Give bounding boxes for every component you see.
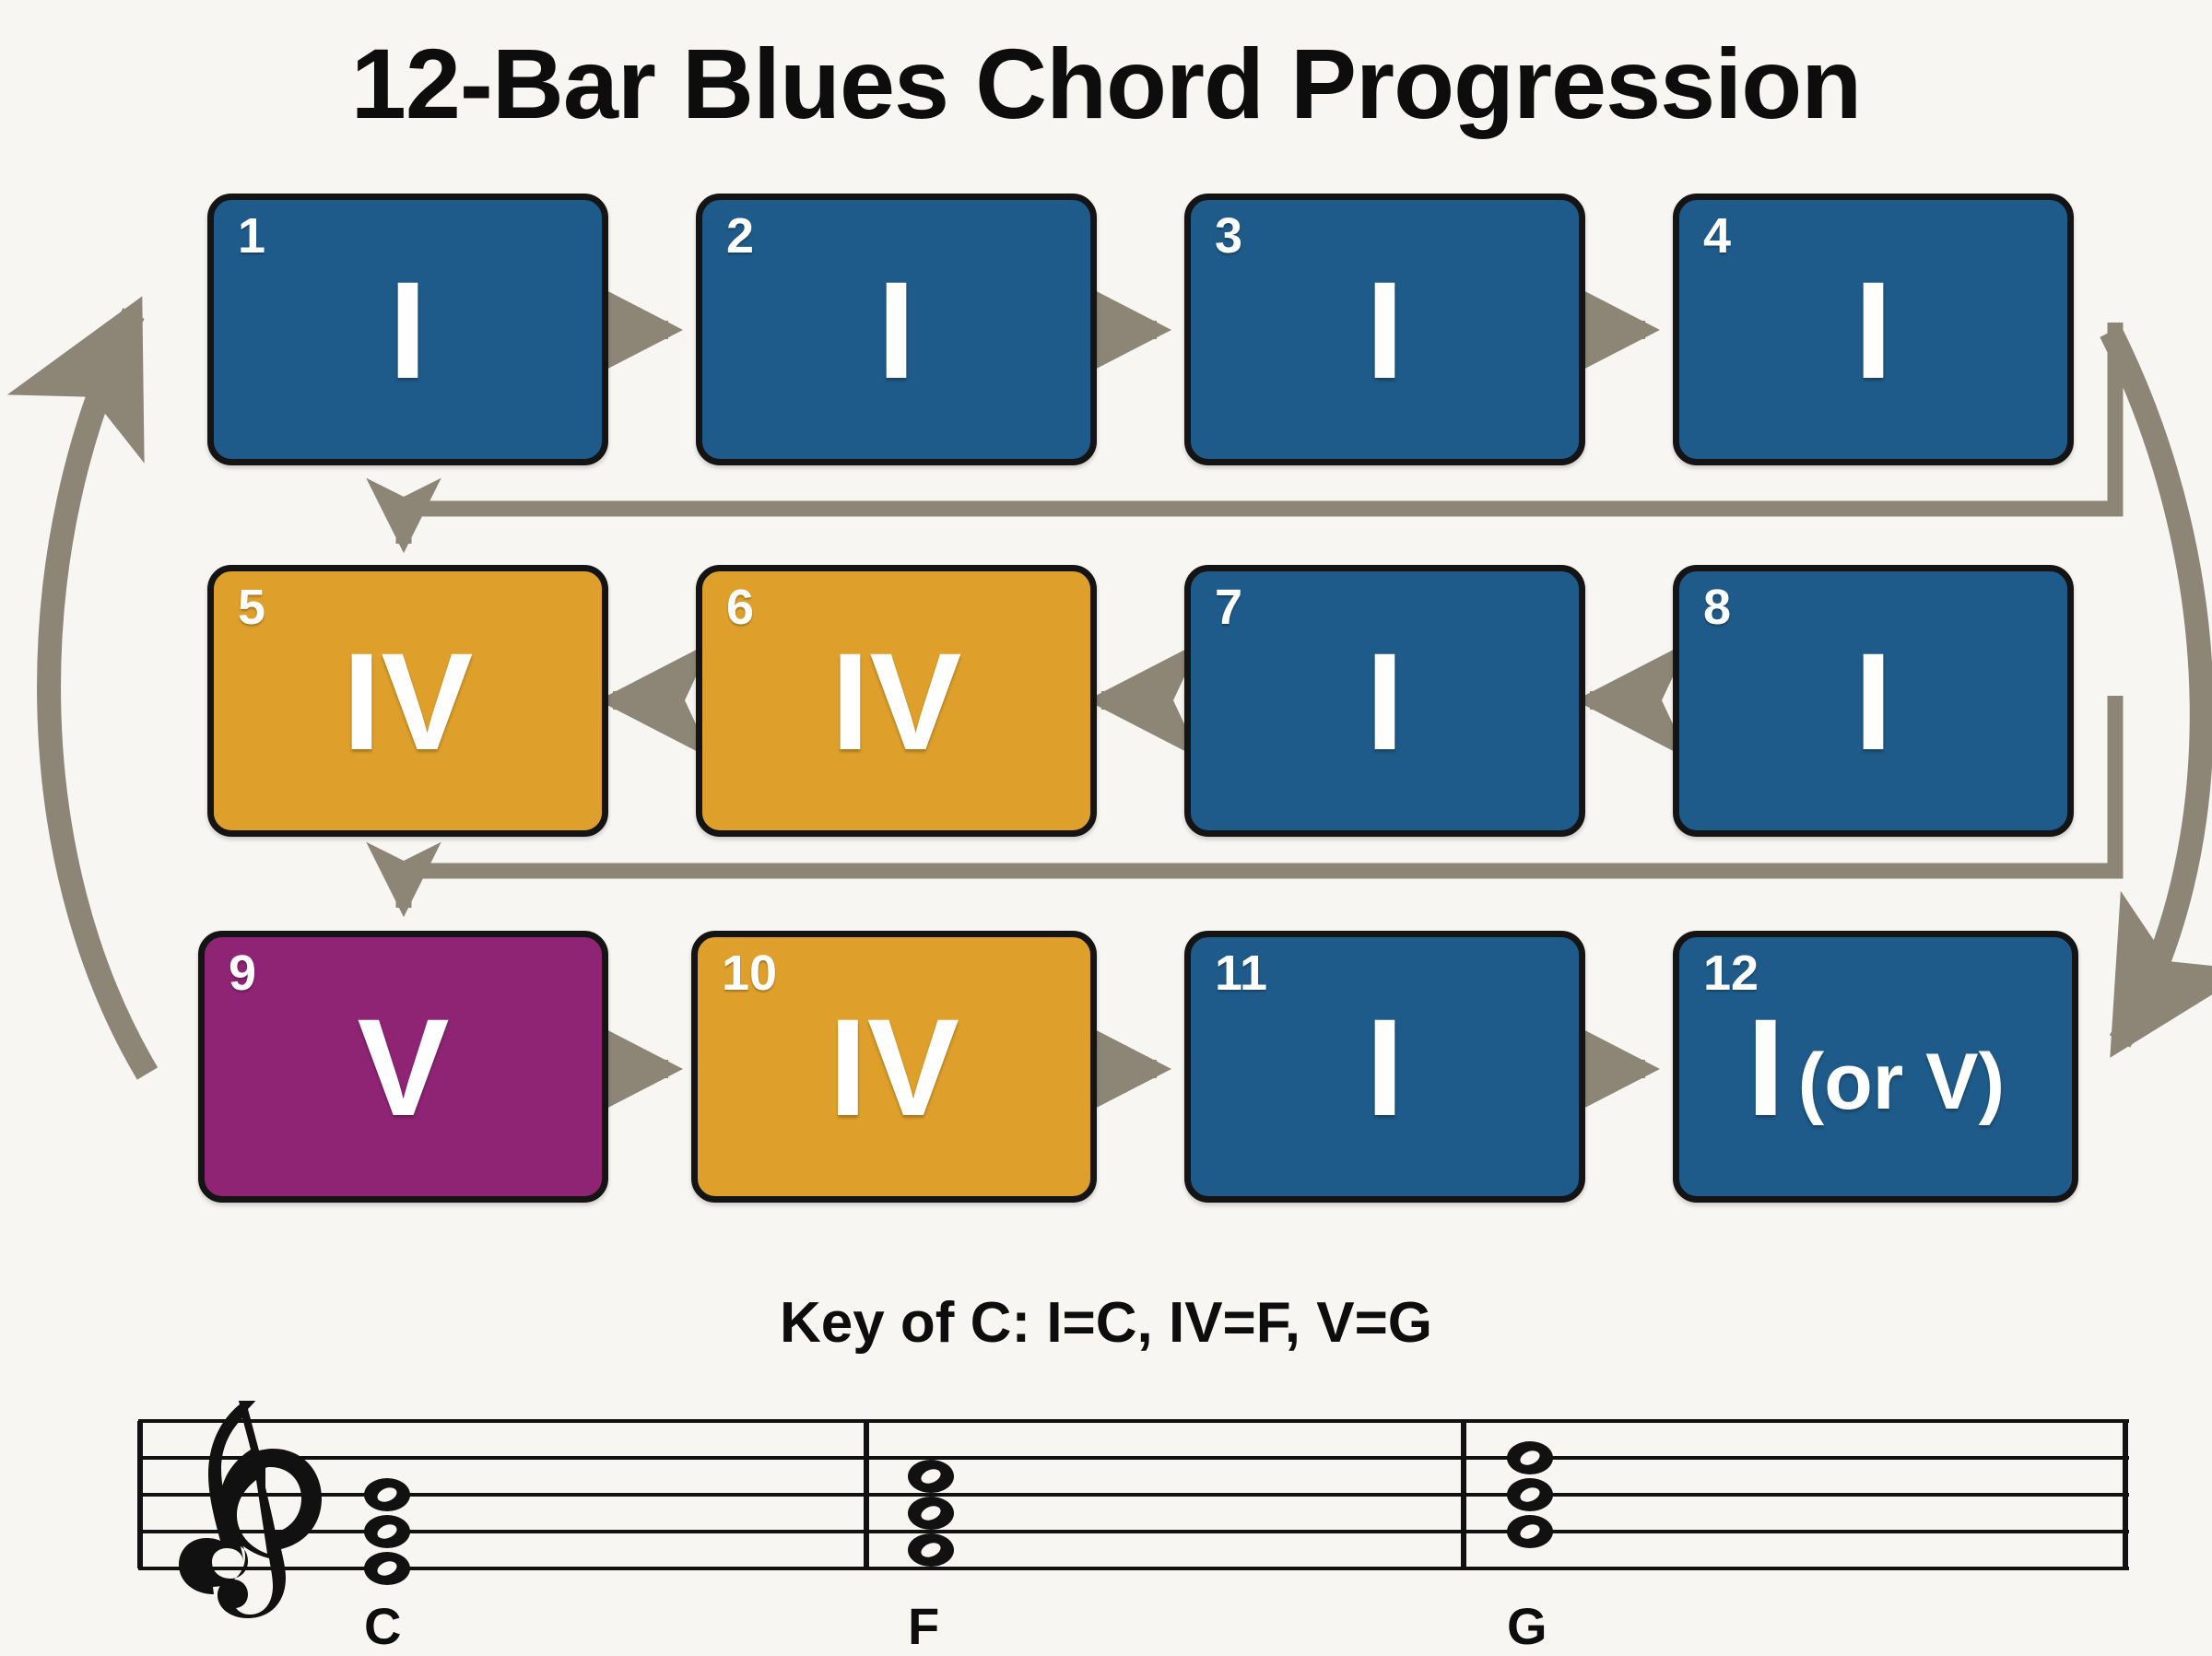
bar-chord: I xyxy=(1365,252,1405,407)
bar-chord: IV xyxy=(829,989,959,1145)
bar-number: 8 xyxy=(1703,580,1732,635)
bar-3[interactable]: 3 I xyxy=(1184,194,1585,465)
bar-1[interactable]: 1 I xyxy=(207,194,608,465)
bar-number: 7 xyxy=(1215,580,1243,635)
bar-4[interactable]: 4 I xyxy=(1673,194,2074,465)
chord-notes-g xyxy=(1507,1441,1553,1548)
bar-8[interactable]: 8 I xyxy=(1673,565,2074,837)
bar-number: 1 xyxy=(238,208,266,264)
bar-chord: I xyxy=(1365,989,1405,1145)
bar-11[interactable]: 11 I xyxy=(1184,931,1585,1203)
barline xyxy=(137,1421,2128,1568)
music-staff: C F G xyxy=(0,1318,2212,1655)
bar-chord: IV xyxy=(342,623,474,779)
bar-chord: V xyxy=(357,989,450,1145)
bar-6[interactable]: 6 IV xyxy=(696,565,1097,837)
page-title: 12-Bar Blues Chord Progression xyxy=(350,28,1862,139)
bar-chord-alt: (or V) xyxy=(1797,1037,2006,1126)
bar-number: 10 xyxy=(722,945,778,1001)
bar-5[interactable]: 5 IV xyxy=(207,565,608,837)
bar-chord: I xyxy=(1365,623,1405,779)
bar-9[interactable]: 9 V xyxy=(198,931,608,1203)
treble-clef-icon xyxy=(179,1318,322,1618)
bar-chord: I xyxy=(388,252,428,407)
bar-number: 4 xyxy=(1703,208,1732,264)
bar-number: 9 xyxy=(229,945,257,1001)
bar-number: 12 xyxy=(1703,945,1759,1001)
bar-chord: I xyxy=(1853,252,1893,407)
bar-number: 6 xyxy=(726,580,755,635)
bar-chord: I xyxy=(1853,623,1893,779)
key-caption: Key of C: I=C, IV=F, V=G xyxy=(779,1291,1433,1355)
chord-label-g: G xyxy=(1507,1597,1547,1655)
bar-7[interactable]: 7 I xyxy=(1184,565,1585,837)
bar-chord: I xyxy=(877,252,916,407)
bar-number: 11 xyxy=(1215,945,1268,1001)
bar-10[interactable]: 10 IV xyxy=(691,931,1097,1203)
bar-number: 5 xyxy=(238,580,266,635)
chord-notes-f xyxy=(908,1460,954,1567)
chord-notes-c xyxy=(364,1478,410,1585)
bar-number: 2 xyxy=(726,208,755,264)
bar-chord: IV xyxy=(830,623,962,779)
bar-chord: I(or V) xyxy=(1746,989,2006,1145)
chord-label-c: C xyxy=(364,1597,402,1655)
return-curve-left xyxy=(6,296,159,1080)
return-curve-right xyxy=(2100,326,2212,1058)
bar-12[interactable]: 12 I(or V) xyxy=(1673,931,2078,1203)
chord-label-f: F xyxy=(908,1597,940,1655)
bar-2[interactable]: 2 I xyxy=(696,194,1097,465)
bar-number: 3 xyxy=(1215,208,1243,264)
